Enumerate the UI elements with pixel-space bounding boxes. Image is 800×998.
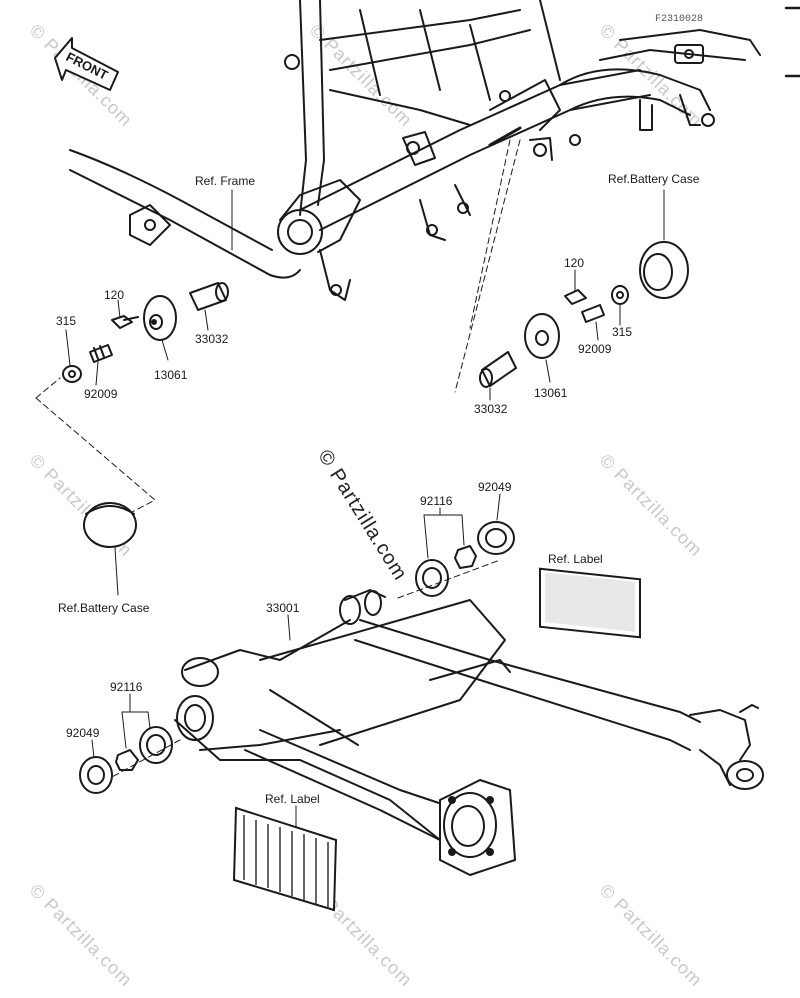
- swingarm: [174, 589, 764, 876]
- ref-battery-case-left-label: Ref.Battery Case: [58, 601, 150, 615]
- part-number-92049-top: 92049: [478, 480, 512, 494]
- dashed-connectors: [35, 139, 521, 779]
- right-mount-group: [479, 241, 689, 388]
- part-number-315-right: 315: [612, 325, 633, 339]
- part-number-120-left: 120: [104, 288, 125, 302]
- part-number-92049-bottom: 92049: [66, 726, 100, 740]
- diagram-code: F2310028: [655, 14, 704, 25]
- part-number-33032-left: 33032: [195, 332, 229, 346]
- part-number-315-left: 315: [56, 314, 77, 328]
- ref-label-right-label: Ref. Label: [548, 552, 603, 566]
- part-number-13061-left: 13061: [154, 368, 188, 382]
- part-number-33001: 33001: [266, 601, 300, 615]
- part-number-92116-top: 92116: [420, 494, 453, 508]
- label-plate-bottom: [232, 806, 338, 912]
- part-number-92009-left: 92009: [84, 387, 118, 401]
- label-plate-right: [539, 567, 641, 639]
- leader-lines: [65, 189, 665, 841]
- pivot-parts-lower: [79, 726, 173, 794]
- part-number-92116-bottom: 92116: [110, 680, 143, 694]
- pivot-parts-upper: [415, 521, 515, 597]
- ref-frame-label: Ref. Frame: [195, 174, 256, 188]
- left-mount-group: [62, 282, 229, 548]
- part-number-33032-right: 33032: [474, 402, 508, 416]
- part-number-13061-right: 13061: [534, 386, 568, 400]
- part-number-120-right: 120: [564, 256, 585, 270]
- ref-label-bottom-label: Ref. Label: [265, 792, 320, 806]
- ref-battery-case-top-label: Ref.Battery Case: [608, 172, 700, 186]
- front-arrow-icon: [54, 37, 119, 91]
- part-number-92009-right: 92009: [578, 342, 612, 356]
- frame: [69, 0, 761, 301]
